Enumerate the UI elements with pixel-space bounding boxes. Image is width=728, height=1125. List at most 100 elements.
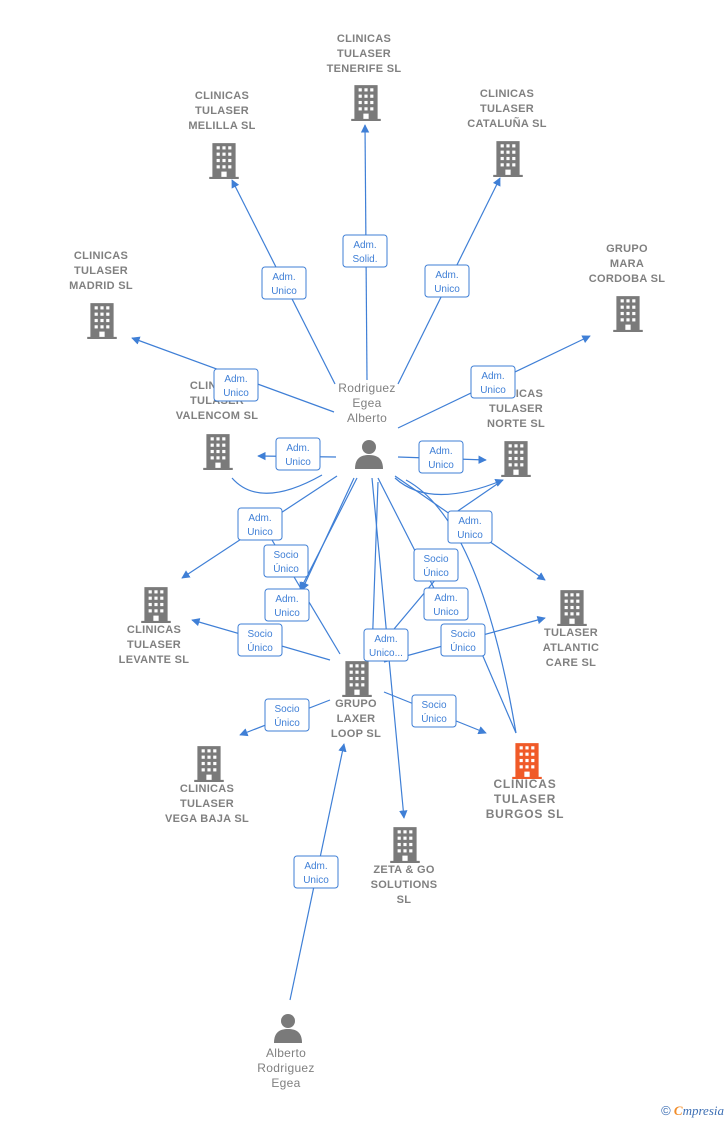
brand-logo-text: mpresia: [682, 1103, 724, 1118]
node-label-line: LOOP SL: [331, 728, 381, 740]
node-label-line: CLINICAS: [480, 88, 534, 100]
node-label-line: VALENCOM SL: [176, 410, 259, 422]
edge-label-box: [440, 623, 486, 657]
edge-rodriguez-laxer-line: [371, 481, 379, 654]
node-label-line: CLINICAS: [337, 33, 391, 45]
building-icon: [493, 141, 523, 177]
edge-label-box: [470, 365, 516, 399]
edge-label-burgos[interactable]: Adm.Unico: [423, 587, 469, 621]
node-label-line: NORTE SL: [487, 418, 545, 430]
building-icon: [141, 587, 171, 623]
edge-label-box: [264, 588, 310, 622]
edge-label-text: Único: [421, 712, 447, 725]
edge-label-box: [363, 628, 409, 662]
node-label-line: MELILLA SL: [188, 120, 255, 132]
node-label-line: Rodriguez: [257, 1061, 314, 1075]
edge-label-zeta[interactable]: Adm.Unico...: [363, 628, 409, 662]
edge-label-text: Unico: [428, 460, 454, 471]
edge-label-text: Adm.: [434, 593, 457, 604]
edge-label-text: Adm.: [353, 240, 376, 251]
edge-rodriguez-to-norte: [394, 477, 504, 496]
edge-label-levante[interactable]: Adm.Unico: [237, 507, 283, 541]
edge-label-text: Adm.: [458, 516, 481, 527]
node-label-line: Egea: [352, 396, 381, 410]
edge-label-text: Adm.: [272, 272, 295, 283]
node-label-line: TULASER: [494, 792, 556, 806]
building-icon: [501, 441, 531, 477]
edge-label-alberto-laxer[interactable]: Adm.Unico: [293, 855, 339, 889]
node-label-line: GRUPO: [606, 243, 648, 255]
edge-label-text: Adm.: [224, 374, 247, 385]
node-label-line: CLINICAS: [493, 777, 556, 791]
building-icon: [390, 827, 420, 863]
edge-label-box: [261, 266, 307, 300]
edge-label-norte[interactable]: Adm. Unico: [418, 440, 464, 474]
node-label-line: SL: [397, 894, 412, 906]
node-label-line: MADRID SL: [69, 280, 133, 292]
edge-label-text: Unico: [480, 385, 506, 396]
node-label-line: Egea: [271, 1076, 300, 1090]
person-icon: [274, 1014, 302, 1043]
edge-norte-return: [451, 479, 504, 516]
node-label-line: CLINICAS: [74, 250, 128, 262]
edge-label-laxer[interactable]: Adm.Unico: [264, 588, 310, 622]
edge-label-box: [418, 440, 464, 474]
copyright-symbol: ©: [661, 1103, 671, 1118]
node-label-line: CLINICAS: [195, 90, 249, 102]
building-icon: [512, 743, 542, 779]
brand-logo-letter: C: [673, 1103, 683, 1118]
edge-label-text: Adm.: [429, 446, 452, 457]
edge-label-cataluna[interactable]: Adm.Unico: [424, 264, 470, 298]
empresia-watermark[interactable]: © Cmpresia: [661, 1103, 724, 1119]
edge-label-text: Único: [450, 641, 476, 654]
node-label-line: GRUPO: [335, 698, 377, 710]
edge-label-mara[interactable]: Adm. Unico: [470, 365, 516, 399]
edge-label-text: Único: [423, 566, 449, 579]
edge-label-box: [413, 548, 459, 582]
edge-label-text: Adm.: [481, 371, 504, 382]
node-label-line: Alberto: [266, 1046, 306, 1060]
edge-label-box: [411, 694, 457, 728]
node-label-line: TULASER: [195, 105, 249, 117]
edge-label-text: Socio: [273, 550, 298, 561]
edge-label-tenerife[interactable]: Adm.Solid.: [342, 234, 388, 268]
node-label-line: TULASER: [544, 627, 598, 639]
edge-label-valencom[interactable]: Adm.Unico: [275, 437, 321, 471]
edge-label-text: Unico: [434, 284, 460, 295]
edge-label-text: Adm.: [374, 634, 397, 645]
node-label-line: Rodriguez: [338, 381, 395, 395]
edge-label-box: [213, 368, 259, 402]
edge-label-melilla[interactable]: Adm.Unico: [261, 266, 307, 300]
node-melilla[interactable]: CLINICAS TULASER MELILLA SL: [188, 90, 255, 179]
edge-label-norte2[interactable]: Adm.Unico: [447, 510, 493, 544]
edge-label-text: Adm.: [286, 443, 309, 454]
edge-label-text: Adm.: [304, 861, 327, 872]
building-icon: [613, 296, 643, 332]
node-label-line: VEGA BAJA SL: [165, 813, 249, 825]
node-label-line: TULASER: [480, 103, 534, 115]
node-label-line: CLINICAS: [180, 783, 234, 795]
edge-label-madrid[interactable]: Adm.Unico: [213, 368, 259, 402]
edge-label-text: Unico: [247, 527, 273, 538]
